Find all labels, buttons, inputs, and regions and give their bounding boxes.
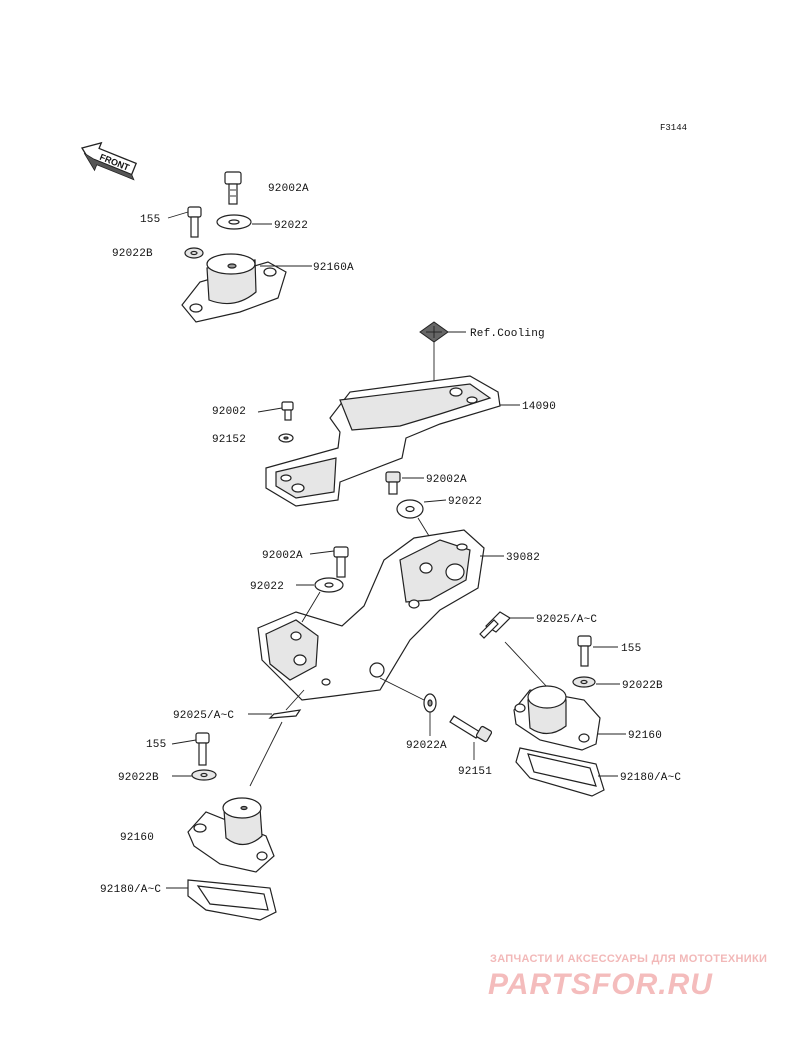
label-92022b-top: 92022B [112,248,153,260]
watermark-logo: PARTSFOR.RU [488,968,713,1001]
washer-92152 [278,433,294,443]
damper-92160-right [513,685,626,751]
label-92022b-right: 92022B [622,680,663,692]
label-92022a-center: 92022A [406,740,447,752]
label-39082: 39082 [506,552,540,564]
bolt-92002a-mid [385,471,424,495]
front-arrow-icon: FRONT [80,141,138,181]
label-92180-right: 92180/A~C [620,772,681,784]
label-92022-mid: 92022 [448,496,482,508]
bolt-92151 [449,715,493,760]
shim-92180-left [166,879,277,921]
washer-92022-left [296,577,344,623]
label-92022-left: 92022 [250,581,284,593]
damper-92160a-top [181,253,312,323]
label-155-left: 155 [146,739,166,751]
bolt-92002a-left [309,546,349,578]
washer-92022b-right [572,676,620,688]
label-92152: 92152 [212,434,246,446]
label-92025-right: 92025/A~C [536,614,597,626]
bolt-155-right [577,635,618,667]
label-92022-top: 92022 [274,220,308,232]
washer-92022-top [216,214,272,230]
washer-92022b-top [184,247,204,259]
shim-92180-right [515,747,618,797]
label-92025-left: 92025/A~C [173,710,234,722]
watermark-tagline: ЗАПЧАСТИ И АКСЕССУАРЫ ДЛЯ МОТОТЕХНИКИ [490,953,767,965]
label-92180-left: 92180/A~C [100,884,161,896]
ref-cooling-icon [419,321,466,385]
bolt-92002 [257,401,294,421]
label-92002a-mid: 92002A [426,474,467,486]
bolt-155-left [171,732,210,766]
label-ref-cooling: Ref.Cooling [470,328,545,340]
bolt-92002a-top [224,171,242,205]
washer-92022a-center [379,677,437,736]
label-14090: 14090 [522,401,556,413]
figure-code: F3144 [660,123,687,133]
damper-92160-left [187,797,275,873]
label-155-right: 155 [621,643,641,655]
label-92160a-top: 92160A [313,262,354,274]
label-92160-left: 92160 [120,832,154,844]
label-92002: 92002 [212,406,246,418]
label-92002a-left: 92002A [262,550,303,562]
label-155-top: 155 [140,214,160,226]
bracket-14090 [265,375,520,507]
label-92160-right: 92160 [628,730,662,742]
bolt-155-top [167,206,202,238]
clip-92025-right [479,611,549,689]
label-92022b-left: 92022B [118,772,159,784]
washer-92022b-left [172,769,217,781]
clip-92025-left [248,689,305,787]
label-92002a-top: 92002A [268,183,309,195]
label-92151: 92151 [458,766,492,778]
mount-39082 [257,529,504,701]
